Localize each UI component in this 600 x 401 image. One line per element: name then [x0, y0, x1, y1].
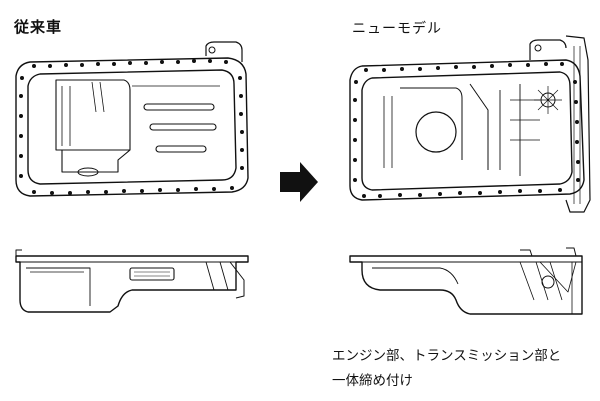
- old-model-label: 従来車: [14, 18, 63, 36]
- caption-line-1: エンジン部、トランスミッション部と: [332, 348, 562, 364]
- caption: エンジン部、トランスミッション部と 一体締め付け: [332, 344, 592, 394]
- old-pan-side-view: [15, 249, 249, 313]
- new-pan-top-view: [349, 35, 591, 213]
- caption-line-2: 一体締め付け: [332, 373, 413, 389]
- new-model-label: ニューモデル: [352, 21, 442, 37]
- old-pan-top-view: [15, 41, 249, 197]
- right-arrow-icon: [280, 162, 318, 202]
- new-pan-side-view: [349, 247, 583, 315]
